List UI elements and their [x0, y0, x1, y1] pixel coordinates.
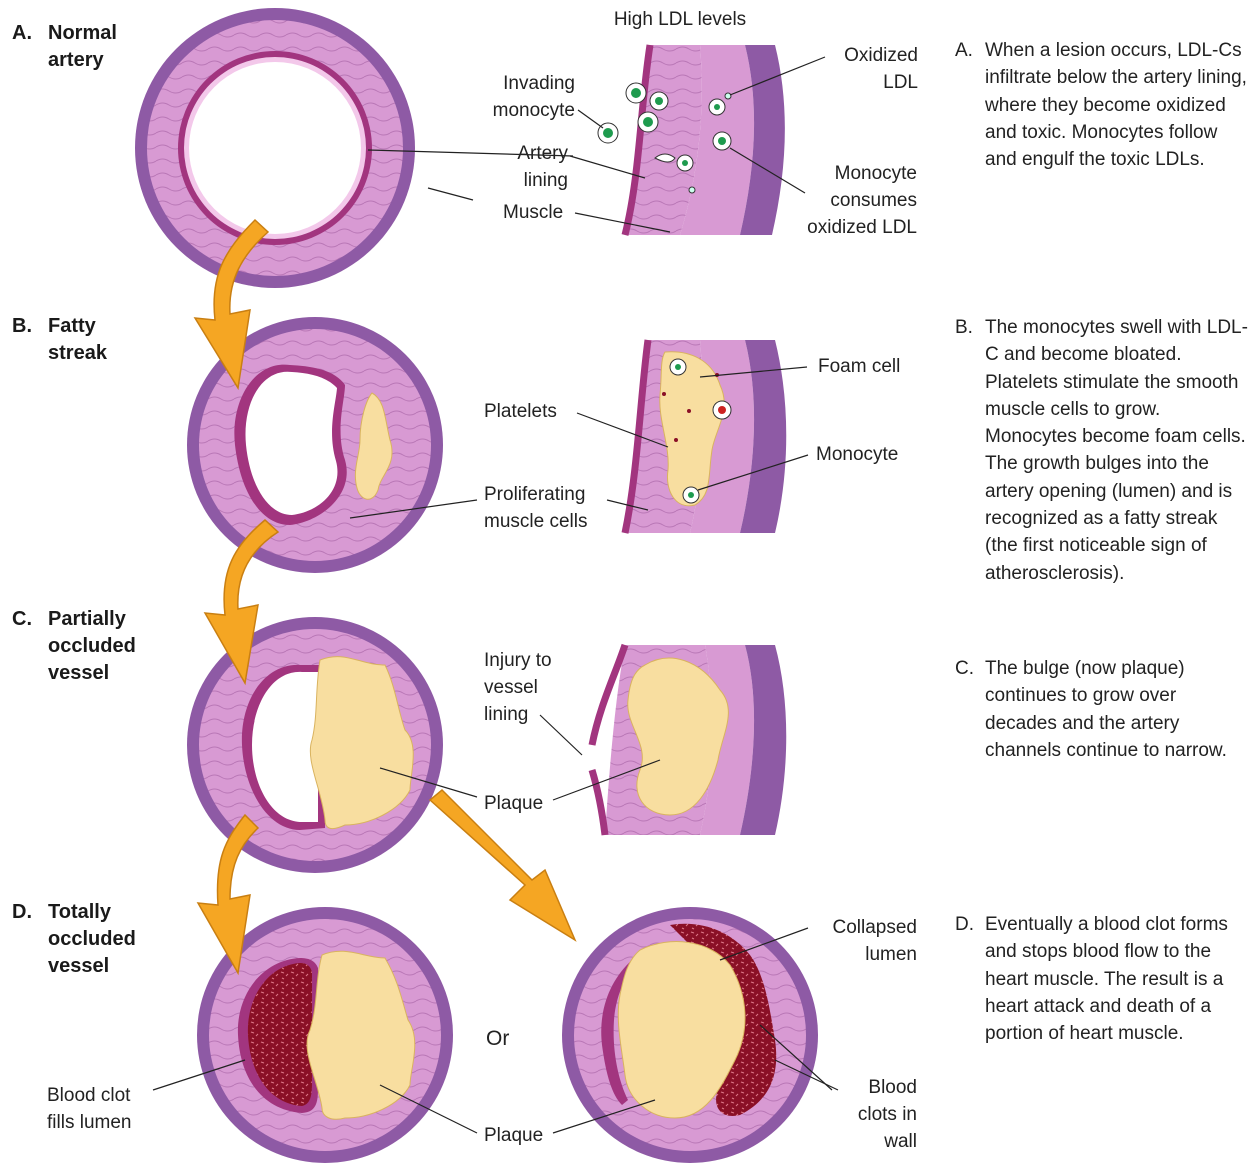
label-plaque-d: Plaque: [484, 1122, 543, 1149]
description-d-letter: D.: [955, 911, 985, 938]
description-a-letter: A.: [955, 37, 985, 64]
label-injury: Injury to vessel lining: [484, 647, 574, 728]
stage-a-title: Normal artery: [48, 20, 138, 74]
wall-detail-b: [625, 340, 786, 533]
description-c: C.The bulge (now plaque) continues to gr…: [955, 655, 1255, 764]
label-artery-lining: Artery lining: [490, 140, 568, 194]
stage-d-heading: D.Totally occluded vessel: [12, 899, 158, 980]
progression-arrows: [195, 220, 575, 973]
label-or: Or: [486, 1025, 509, 1052]
label-monocyte: Monocyte: [816, 441, 898, 468]
label-proliferating: Proliferating muscle cells: [484, 481, 614, 535]
stage-b-letter: B.: [12, 313, 48, 340]
label-platelets: Platelets: [484, 398, 557, 425]
artery-partial-occlusion: [187, 617, 443, 873]
description-c-letter: C.: [955, 655, 985, 682]
label-blood-clot-fills: Blood clot fills lumen: [47, 1082, 157, 1136]
description-d-text: Eventually a blood clot forms and stops …: [985, 911, 1253, 1047]
label-invading-monocyte: Invading monocyte: [465, 70, 575, 124]
artery-collapsed-lumen: [562, 907, 818, 1163]
label-plaque-c: Plaque: [484, 790, 543, 817]
artery-normal: [135, 8, 415, 288]
label-monocyte-consumes: Monocyte consumes oxidized LDL: [785, 160, 917, 241]
stage-c-title: Partially occluded vessel: [48, 606, 158, 687]
stage-b-title: Fatty streak: [48, 313, 128, 367]
description-c-text: The bulge (now plaque) continues to grow…: [985, 655, 1253, 764]
label-high-ldl: High LDL levels: [590, 6, 770, 33]
stage-b-heading: B.Fatty streak: [12, 313, 128, 367]
wall-detail-c: [592, 645, 786, 835]
label-collapsed-lumen: Collapsed lumen: [805, 914, 917, 968]
label-blood-clots-wall: Blood clots in wall: [845, 1074, 917, 1155]
description-a: A.When a lesion occurs, LDL-Cs infiltrat…: [955, 37, 1255, 173]
stage-a-heading: A.Normal artery: [12, 20, 138, 74]
description-b: B.The monocytes swell with LDL-C and bec…: [955, 314, 1255, 587]
wall-detail-a: [598, 45, 785, 235]
description-b-letter: B.: [955, 314, 985, 341]
description-a-text: When a lesion occurs, LDL-Cs infiltrate …: [985, 37, 1253, 173]
label-oxidized-ldl: Oxidized LDL: [818, 42, 918, 96]
stage-c-letter: C.: [12, 606, 48, 633]
label-foam-cell: Foam cell: [818, 353, 900, 380]
label-muscle: Muscle: [503, 199, 563, 226]
stage-d-title: Totally occluded vessel: [48, 899, 158, 980]
stage-c-heading: C.Partially occluded vessel: [12, 606, 158, 687]
description-b-text: The monocytes swell with LDL-C and becom…: [985, 314, 1253, 587]
stage-a-letter: A.: [12, 20, 48, 47]
stage-d-letter: D.: [12, 899, 48, 926]
description-d: D.Eventually a blood clot forms and stop…: [955, 911, 1255, 1047]
